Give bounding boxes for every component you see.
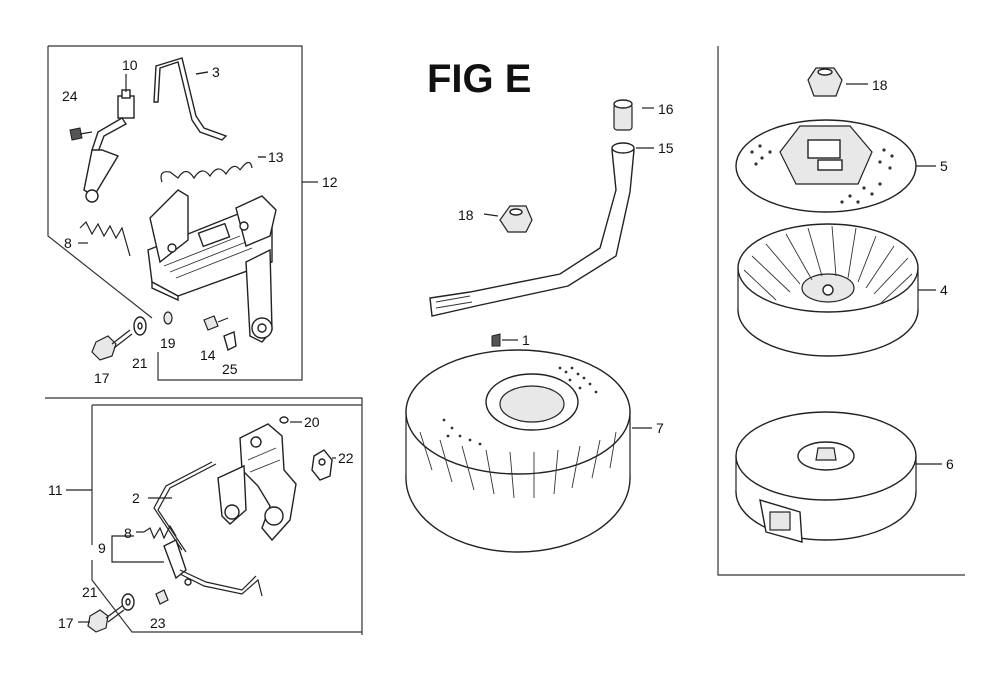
lever-9-link [163,539,263,597]
callout-8-bottom: 8 [124,525,132,541]
leader-lines [66,71,942,623]
rod-2 [153,461,217,553]
callout-23: 23 [150,615,166,631]
callout-7: 7 [656,420,664,436]
callout-6: 6 [946,456,954,472]
spring-13 [160,156,266,183]
callout-19: 19 [160,335,176,351]
assembly-frames [45,45,965,635]
callout-2: 2 [132,490,140,506]
flywheel-7 [405,349,631,553]
callout-15: 15 [658,140,674,156]
callout-25: 25 [222,361,238,377]
callout-18-right: 18 [872,77,888,93]
callout-22: 22 [338,450,354,466]
bolts-bottom [87,589,169,633]
callout-20: 20 [304,414,320,430]
callout-8-top: 8 [64,235,72,251]
control-assembly-11 [217,416,333,542]
callout-11: 11 [48,482,63,498]
callout-17-top: 17 [94,370,110,386]
callout-21-bottom: 21 [82,584,98,600]
fan-4 [737,223,919,357]
callout-9: 9 [98,540,106,556]
nut-18-middle [499,205,533,233]
cap-16 [613,99,633,131]
spring-8-top [78,220,131,257]
callout-10: 10 [122,57,138,73]
callout-14: 14 [200,347,216,363]
callout-1: 1 [522,332,530,348]
callout-13: 13 [268,149,284,165]
flywheel-6 [735,411,917,543]
control-base-assembly [147,189,277,343]
starter-pulley-5 [735,119,917,213]
figure-title: FIG E [427,57,531,101]
callout-labels: 10 3 24 13 12 8 17 21 19 14 25 16 15 18 … [48,57,954,631]
screw-1 [491,333,501,347]
nut-18-right [807,67,843,97]
callout-3: 3 [212,64,220,80]
lever-10 [83,74,135,203]
callout-16: 16 [658,101,674,117]
callout-24: 24 [62,88,78,104]
callout-5: 5 [940,158,948,174]
callout-12: 12 [322,174,338,190]
spring-8-bottom [143,524,177,540]
callout-18-middle: 18 [458,207,474,223]
bolts-top [69,127,237,361]
callout-4: 4 [940,282,948,298]
handle-15 [429,142,635,317]
callout-17-bottom: 17 [58,615,74,631]
callout-21-top: 21 [132,355,148,371]
